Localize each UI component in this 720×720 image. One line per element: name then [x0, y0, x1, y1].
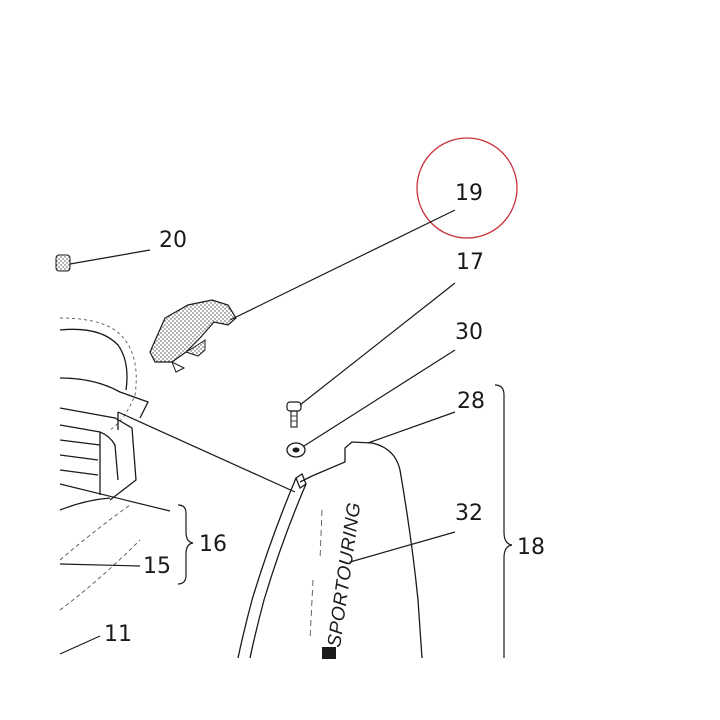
bracket-16	[177, 504, 194, 585]
label-15: 15	[143, 554, 171, 579]
part-20-plug	[55, 254, 71, 272]
label-11: 11	[104, 622, 132, 647]
highlight-circle	[416, 137, 518, 239]
left-assembly	[59, 317, 149, 611]
part-19-bracket	[149, 299, 237, 373]
label-28: 28	[457, 389, 485, 414]
part-28-side-panel: SPORTOURING	[237, 441, 423, 659]
brand-text: SPORTOURING	[324, 501, 365, 649]
part-30-washer	[286, 442, 306, 458]
bracket-18	[494, 384, 513, 658]
brackets	[177, 384, 513, 658]
label-32: 32	[455, 501, 483, 526]
label-19: 19	[455, 181, 483, 206]
leader-lines	[59, 209, 456, 655]
label-30: 30	[455, 320, 483, 345]
part-17-screw	[286, 401, 302, 428]
callout-labels: 19 20 17 30 28 32 18 16 15 11	[104, 181, 545, 647]
label-17: 17	[456, 250, 484, 275]
label-18: 18	[517, 535, 545, 560]
label-20: 20	[159, 228, 187, 253]
label-16: 16	[199, 532, 227, 557]
